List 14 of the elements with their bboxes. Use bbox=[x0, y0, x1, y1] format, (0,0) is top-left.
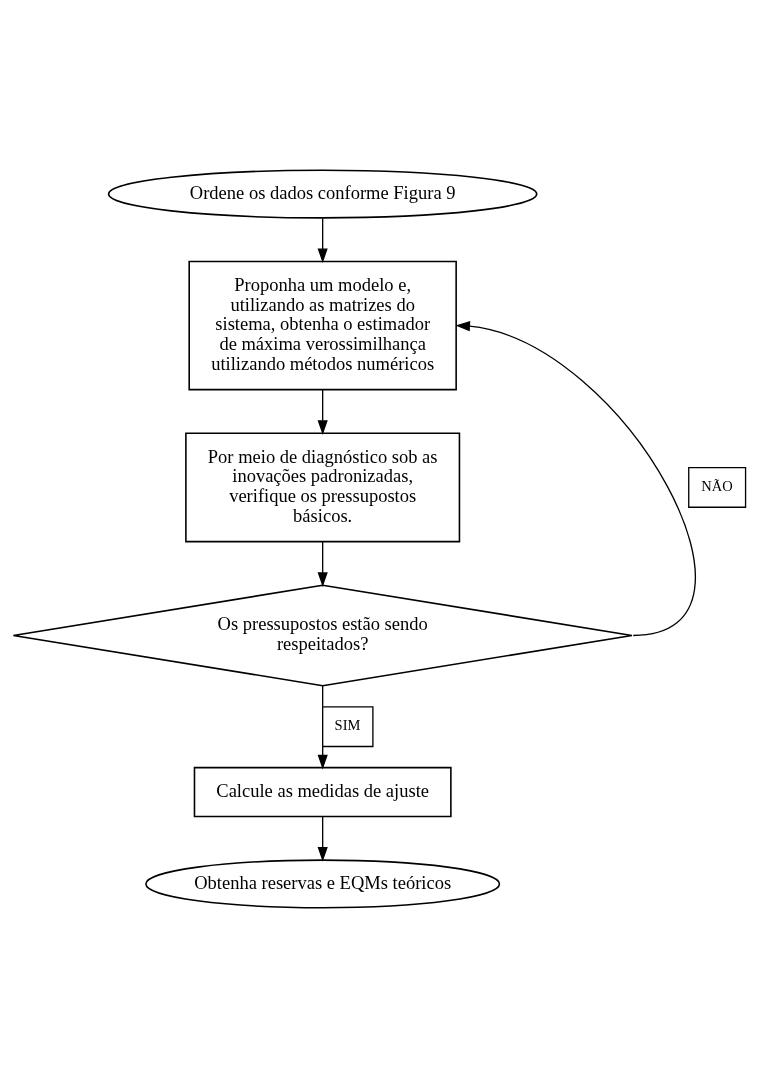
node-box: Por meio de diagnóstico sob as inovações padronizadas, verifique os pressupostos básicos. bbox=[185, 432, 461, 542]
arrow bbox=[317, 684, 328, 769]
node-box: Proponha um modelo e, utilizando as matrizes do sistema, obtenha o estimador de máxima verossimilhança utilizando métodos numéricos bbox=[188, 260, 457, 390]
arrow bbox=[317, 217, 328, 263]
arrow bbox=[455, 320, 696, 636]
edge-label: NÃO bbox=[701, 477, 733, 494]
arrow bbox=[317, 540, 328, 587]
arrow bbox=[317, 815, 328, 862]
node-ellipse: Obtenha reservas e EQMs teóricos bbox=[145, 858, 501, 908]
node-box: Calcule as medidas de ajuste bbox=[193, 766, 452, 817]
node-diamond: Os pressupostos estão sendo respeitados? bbox=[12, 583, 633, 686]
node-ellipse: Ordene os dados conforme Figura 9 bbox=[107, 169, 538, 219]
edge-label: SIM bbox=[334, 716, 361, 733]
arrow bbox=[317, 388, 328, 435]
